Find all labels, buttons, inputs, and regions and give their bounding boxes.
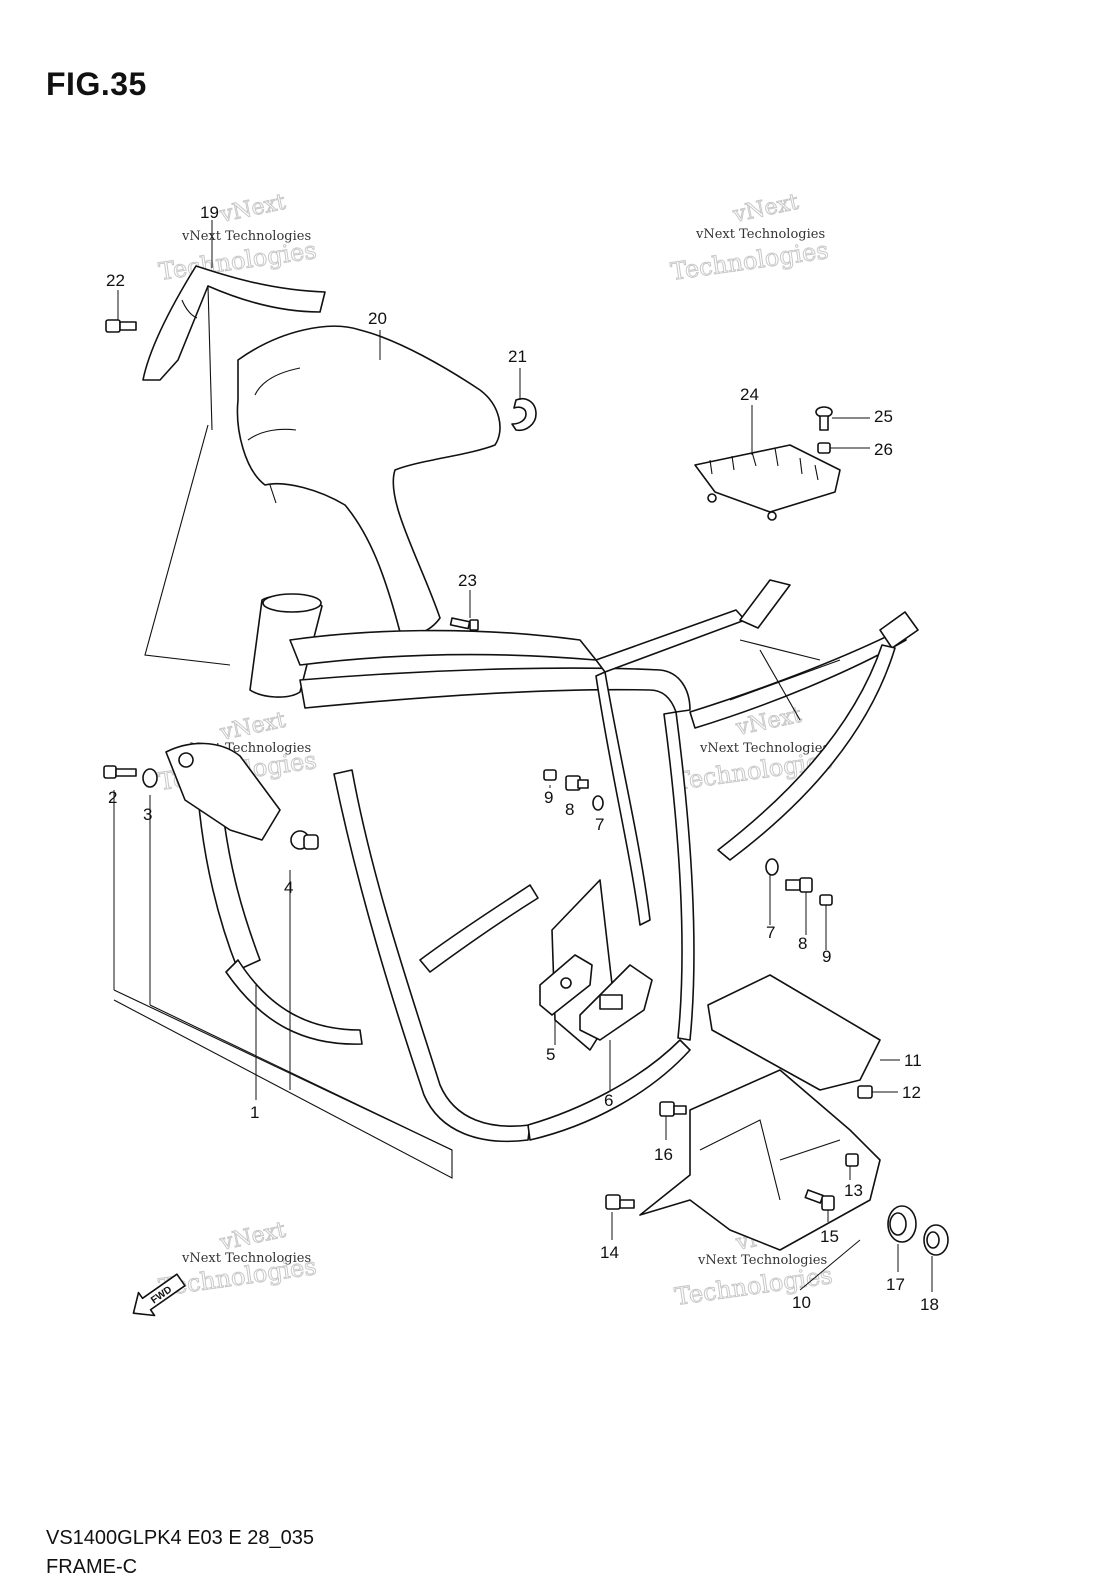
callout-26: 26 <box>874 440 893 459</box>
watermark-text: vNext Technologies <box>695 227 825 242</box>
callout-8: 8 <box>798 934 807 953</box>
figure-code: VS1400GLPK4 E03 E 28_035 <box>46 1527 314 1549</box>
callout-7: 7 <box>766 923 775 942</box>
grommet-part-17 <box>887 1205 917 1243</box>
watermark-top-left: vNext vNext Technologies Technologies <box>156 189 318 286</box>
bracket-part-10 <box>639 1069 881 1251</box>
callout-10: 10 <box>792 1293 811 1312</box>
callout-13: 13 <box>844 1181 863 1200</box>
box-part-11 <box>707 974 881 1091</box>
nut-part-9a <box>543 769 557 781</box>
callout-11: 11 <box>904 1051 922 1070</box>
group-outline-part-1 <box>149 1004 453 1151</box>
watermark-text: vNext <box>730 190 801 228</box>
cover-outline-line <box>207 285 213 431</box>
watermark-text: Technologies <box>669 236 830 286</box>
callout-14: 14 <box>600 1243 619 1262</box>
leader-lines <box>113 220 933 1292</box>
callout-5: 5 <box>546 1045 555 1064</box>
callout-8: 8 <box>565 800 574 819</box>
nut-part-9b <box>819 894 833 906</box>
washer-part-7b <box>765 858 779 876</box>
bolt-part-8b <box>785 877 813 893</box>
callout-labels: 19 22 20 21 24 25 26 23 2 3 9 8 7 4 7 8 … <box>106 203 939 1314</box>
bolt-part-2 <box>103 765 137 779</box>
group-outline-part-1 <box>113 989 453 1179</box>
callout-6: 6 <box>604 1091 613 1110</box>
clip-part-21 <box>511 398 537 432</box>
nut-part-4 <box>303 834 319 850</box>
collar-part-18 <box>923 1224 949 1256</box>
washer-part-3 <box>142 768 158 788</box>
watermark-text: vNext Technologies <box>181 229 311 244</box>
bolt-part-23 <box>449 617 479 631</box>
bolt-part-14 <box>605 1194 635 1210</box>
figure-name: FRAME-C <box>46 1556 138 1578</box>
nut-part-13 <box>845 1153 859 1167</box>
watermark-text: vNext Technologies <box>697 1253 827 1268</box>
screw-part-25 <box>815 406 833 431</box>
callout-17: 17 <box>886 1275 905 1294</box>
callout-19: 19 <box>200 203 219 222</box>
callout-1: 1 <box>250 1103 259 1122</box>
callout-15: 15 <box>820 1227 839 1246</box>
callout-20: 20 <box>368 309 387 328</box>
bolt-part-8a <box>565 775 589 791</box>
callout-2: 2 <box>108 788 117 807</box>
bolt-part-22 <box>105 319 137 333</box>
callout-16: 16 <box>654 1145 673 1164</box>
callout-7: 7 <box>595 815 604 834</box>
head-cover-part-19 <box>142 265 326 381</box>
callout-12: 12 <box>902 1083 921 1102</box>
watermark-text: vNext <box>217 190 288 228</box>
frame-cover-part-20 <box>236 325 501 636</box>
bolt-part-16 <box>659 1101 687 1117</box>
watermark-top-right: vNext vNext Technologies Technologies <box>668 189 830 286</box>
bolt-part-12 <box>857 1085 873 1099</box>
cover-outline-line <box>144 424 231 666</box>
callout-4: 4 <box>284 878 293 897</box>
bracket-part-24 <box>694 444 841 521</box>
watermark-text: vNext Technologies <box>181 1251 311 1266</box>
callout-9: 9 <box>822 947 831 966</box>
callout-23: 23 <box>458 571 477 590</box>
callout-18: 18 <box>920 1295 939 1314</box>
watermark-text: vNext Technologies <box>699 741 829 756</box>
callout-25: 25 <box>874 407 893 426</box>
plate-part-5 <box>539 954 593 1016</box>
nut-part-26 <box>817 442 831 454</box>
callout-21: 21 <box>508 347 527 366</box>
washer-part-7a <box>592 795 604 811</box>
callout-9: 9 <box>544 788 553 807</box>
bolt-part-15 <box>804 1189 835 1211</box>
callout-22: 22 <box>106 271 125 290</box>
plate-part-6 <box>579 964 653 1041</box>
callout-3: 3 <box>143 805 152 824</box>
callout-24: 24 <box>740 385 759 404</box>
figure-title: FIG.35 <box>46 66 147 102</box>
